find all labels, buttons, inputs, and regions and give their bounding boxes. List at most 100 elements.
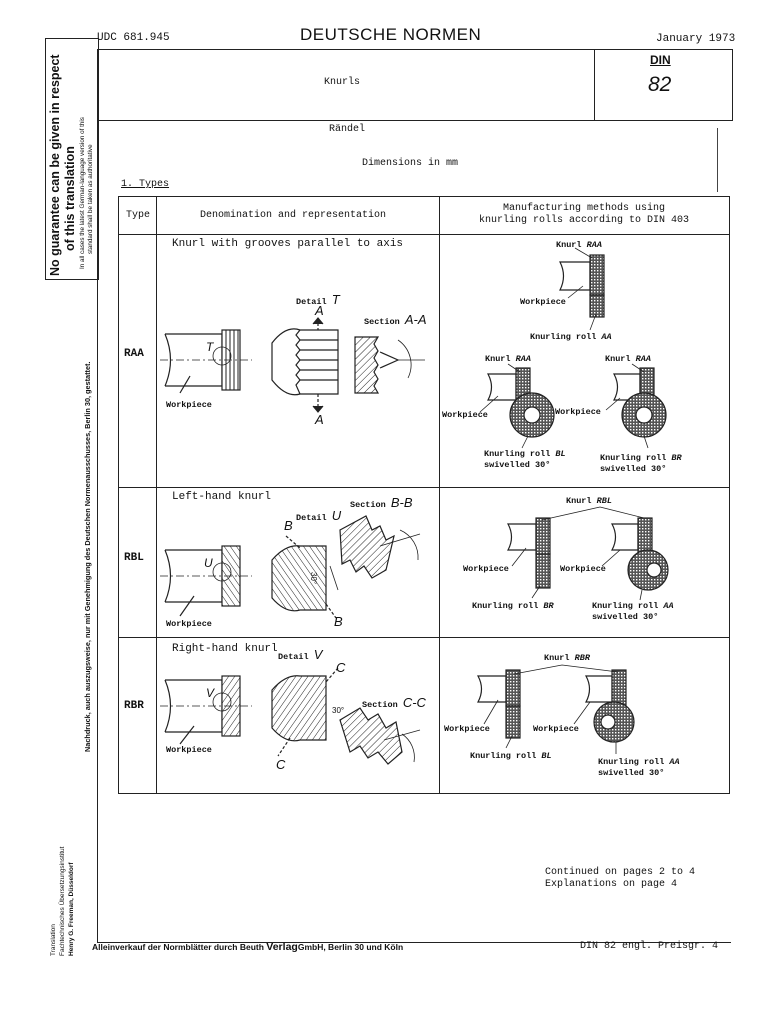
raa-detail-marker: T <box>206 340 214 354</box>
rbr-detail-word: Detail <box>278 652 309 662</box>
translation-warning-box: No guarantee can be given in respect of … <box>45 38 99 280</box>
din-number: 82 <box>648 73 672 96</box>
sales-notice: Alleinverkauf der Normblätter durch Beut… <box>92 941 403 953</box>
raa-detail-drawing <box>271 317 339 413</box>
rbr-method-workpiece-left: Workpiece <box>444 724 490 734</box>
rbl-method-right <box>541 506 669 601</box>
raa-roll-left-word: Knurling roll <box>484 449 551 459</box>
rbr-roll-left-code: BL <box>541 751 552 761</box>
raa-method-knurl-top-word: Knurl <box>556 240 582 250</box>
title-divider <box>594 50 596 120</box>
sales-notice-pre: Alleinverkauf der Normblätter durch Beut… <box>92 942 264 952</box>
rbl-workpiece-drawing <box>160 545 252 617</box>
raa-method-knurl-right-code: RAA <box>635 354 651 364</box>
raa-detail-letter: T <box>331 292 340 307</box>
raa-roll-right: Knurling roll BR swivelled 30° <box>600 453 682 475</box>
raa-method-knurl-top-code: RAA <box>586 240 602 250</box>
rbr-detail-marker: V <box>206 686 215 700</box>
col-header-methods-line-1: Manufacturing methods using <box>502 203 666 214</box>
rbr-method-knurl-code: RBR <box>574 653 590 663</box>
raa-method-knurl-left-word: Knurl <box>485 354 511 364</box>
raa-roll-right-word: Knurling roll <box>600 453 667 463</box>
raa-method-roll-top-code: AA <box>601 332 612 342</box>
page-bottom-rule <box>97 942 731 944</box>
explanations-note: Explanations on page 4 <box>545 879 678 890</box>
din-label: DIN <box>650 53 671 67</box>
rbl-method-left <box>506 517 551 599</box>
raa-method-knurl-top: Knurl RAA <box>556 240 602 250</box>
rbr-cut-letter-top: C <box>336 660 346 675</box>
rbr-section-word: Section <box>362 700 398 710</box>
dimensions-note: Dimensions in mm <box>362 158 459 169</box>
rbl-angle-label: 30° <box>309 572 318 585</box>
type-code-rbl: RBL <box>124 552 144 564</box>
rbl-workpiece-label: Workpiece <box>166 619 212 629</box>
rbl-section-drawing <box>329 515 421 591</box>
rbr-method-right <box>513 664 635 754</box>
rbl-roll-left-word: Knurling roll <box>472 601 539 611</box>
raa-method-knurl-right: Knurl RAA <box>605 354 651 364</box>
denomination-rbl: Left-hand knurl <box>172 491 272 503</box>
rbl-section-word: Section <box>350 500 386 510</box>
document-date: January 1973 <box>656 33 736 45</box>
title-block: Knurls DIN 82 <box>97 49 733 121</box>
page-left-rule <box>97 119 99 943</box>
rbl-roll-left: Knurling roll BR <box>472 601 554 611</box>
rbl-cut-letter-bottom: B <box>334 614 343 629</box>
denomination-raa: Knurl with grooves parallel to axis <box>172 238 404 250</box>
denomination-rbr: Right-hand knurl <box>172 643 278 655</box>
rbl-method-knurl: Knurl RBL <box>566 496 612 506</box>
raa-method-left <box>479 363 555 449</box>
rbr-detail-drawing <box>271 667 339 757</box>
rbr-detail-letter: V <box>313 647 323 662</box>
rbr-method-knurl-word: Knurl <box>544 653 570 663</box>
raa-roll-right-code: BR <box>671 453 682 463</box>
raa-method-workpiece-right: Workpiece <box>555 407 601 417</box>
rbl-cut-letter-top: B <box>284 518 293 533</box>
rbr-roll-right-code: AA <box>669 757 680 767</box>
type-code-raa: RAA <box>124 348 144 360</box>
col-header-type: Type <box>126 210 151 221</box>
continuation-notes: Continued on pages 2 to 4 Explanations o… <box>545 867 695 891</box>
sales-notice-bold: Verlag <box>266 941 298 953</box>
rbl-detail-drawing <box>271 535 337 619</box>
raa-method-top <box>559 247 605 331</box>
raa-section-label: Section A-A <box>364 312 427 327</box>
raa-method-roll-top-word: Knurling roll <box>530 332 597 342</box>
col-divider-1 <box>156 197 158 793</box>
rbl-detail-label: Detail U <box>296 508 341 523</box>
right-margin-mark <box>717 128 718 192</box>
rbl-roll-right: Knurling roll AA swivelled 30° <box>592 601 674 623</box>
rbl-method-workpiece-left: Workpiece <box>463 564 509 574</box>
rbl-roll-right-word: Knurling roll <box>592 601 659 611</box>
raa-cut-letter-top: A <box>315 303 324 318</box>
raa-roll-left-sub: swivelled 30° <box>484 460 551 470</box>
row-divider-2 <box>119 637 729 639</box>
rbr-detail-label: Detail V <box>278 647 322 662</box>
rbr-roll-right-word: Knurling roll <box>598 757 665 767</box>
raa-method-knurl-left: Knurl RAA <box>485 354 531 364</box>
type-code-rbr: RBR <box>124 700 144 712</box>
rbl-method-knurl-word: Knurl <box>566 496 592 506</box>
raa-roll-right-sub: swivelled 30° <box>600 464 667 474</box>
udc-code: UDC 681.945 <box>97 32 170 44</box>
rbl-section-ref: B-B <box>390 495 413 510</box>
col-divider-2 <box>439 197 441 793</box>
german-title: Rändel <box>329 124 366 135</box>
section-heading: 1. Types <box>121 179 170 190</box>
raa-detail-word: Detail <box>296 297 327 307</box>
col-header-methods: Manufacturing methods using knurling rol… <box>439 203 729 227</box>
raa-method-workpiece-left: Workpiece <box>442 410 488 420</box>
raa-cut-letter-bottom: A <box>315 412 324 427</box>
rbl-method-knurl-code: RBL <box>596 496 612 506</box>
rbl-method-workpiece-right: Workpiece <box>560 564 606 574</box>
rbr-roll-right: Knurling roll AA swivelled 30° <box>598 757 680 779</box>
types-table: Type Denomination and representation Man… <box>118 196 730 794</box>
rbl-roll-right-sub: swivelled 30° <box>592 612 659 622</box>
rbr-section-drawing <box>339 707 421 765</box>
raa-detail-label: Detail T <box>296 292 340 307</box>
raa-section-drawing <box>354 336 425 394</box>
sales-notice-post: GmbH, Berlin 30 und Köln <box>297 942 404 952</box>
raa-workpiece-drawing <box>160 329 252 394</box>
raa-roll-left-code: BL <box>555 449 566 459</box>
